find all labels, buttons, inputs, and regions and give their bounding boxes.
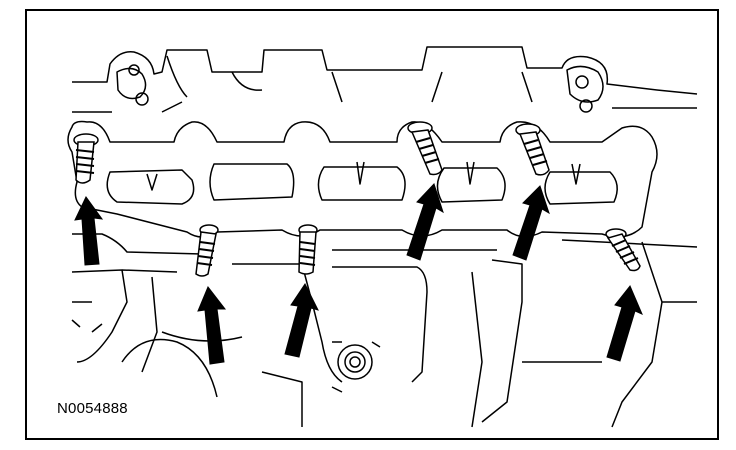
head-casting xyxy=(67,46,698,428)
arrow-icon xyxy=(512,185,550,261)
arrow-icon xyxy=(74,196,104,266)
callout-arrows xyxy=(74,183,643,365)
stud xyxy=(407,121,443,176)
engine-illustration xyxy=(67,46,698,428)
stud xyxy=(195,224,219,277)
stud xyxy=(605,228,641,272)
stud xyxy=(515,123,550,176)
arrow-icon xyxy=(406,183,444,261)
figure-frame: N0054888 xyxy=(25,9,719,440)
arrow-icon xyxy=(284,283,319,358)
stud xyxy=(298,224,318,275)
arrow-icon xyxy=(197,286,227,365)
arrow-icon xyxy=(606,285,643,362)
studs xyxy=(73,121,641,277)
figure-id-label: N0054888 xyxy=(57,400,128,417)
stud xyxy=(73,133,99,184)
